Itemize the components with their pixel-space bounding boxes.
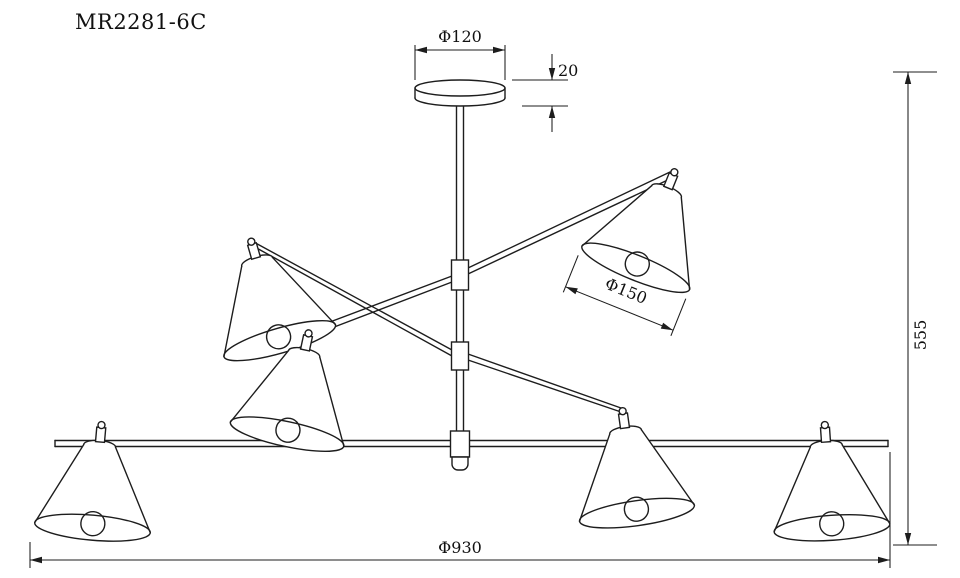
dim-overall-width: Φ930 [29,452,891,568]
lampshade-6 [766,416,892,546]
center-pole [449,102,471,471]
rod-joint-collar [449,430,471,458]
lampshade-1 [576,146,731,302]
arm-upper-right [467,171,673,275]
arm-lower-right [467,353,625,414]
model-number: MR2281-6C [75,10,207,34]
dim-label-overall-height: 555 [911,320,930,351]
dim-canopy-diameter: Φ120 [414,27,506,80]
dim-overall-height: 555 [893,71,937,546]
lampshade-2 [193,221,340,370]
dim-label-canopy-height: 20 [558,61,578,80]
horizontal-rod [54,439,889,448]
dim-label-overall-width: Φ930 [438,538,482,557]
ceiling-canopy [414,79,506,107]
upper-joint-collar [450,259,470,291]
lower-joint-collar [450,341,470,371]
lampshade-5 [564,398,697,535]
lampshade-4 [32,415,161,546]
dim-label-canopy-diameter: Φ120 [438,27,482,46]
dim-canopy-height: 20 [512,54,578,132]
pole-end-cap [451,456,469,471]
arm-upper-left [249,239,453,357]
